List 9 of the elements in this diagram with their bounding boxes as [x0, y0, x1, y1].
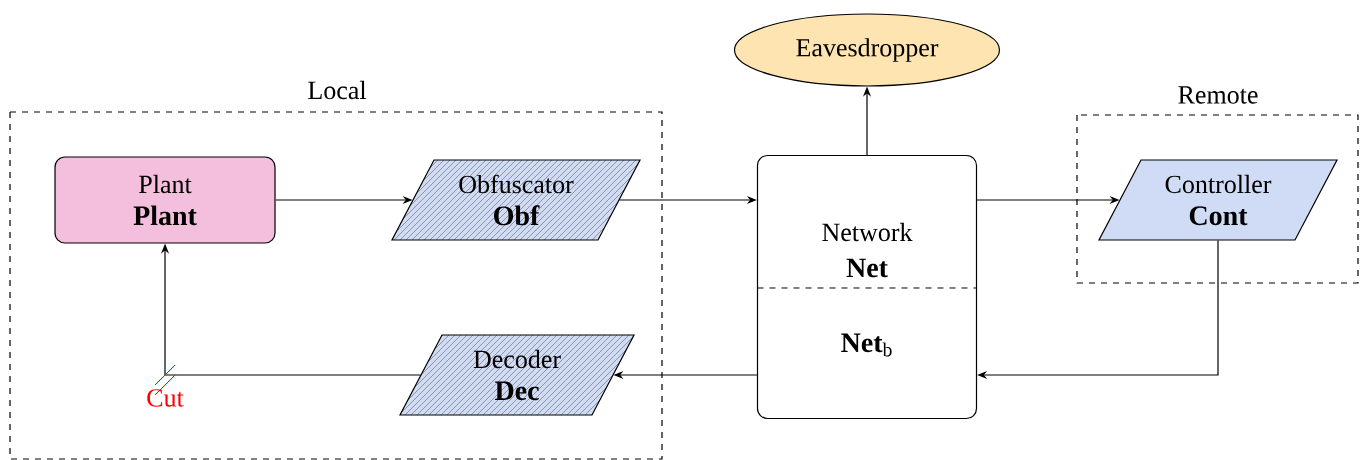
parallelogram-box: Controller Cont — [1098, 159, 1338, 241]
node-label: Remote — [1178, 86, 1258, 104]
parallelogram-box: Obfuscator Obf — [391, 159, 641, 241]
parallelogram-box: Decoder Dec — [399, 334, 635, 416]
process-box: Plant Plant — [54, 156, 276, 244]
node-label: Local — [308, 80, 367, 100]
ellipse-node: Eavesdropper — [733, 13, 1001, 87]
edge-label: Cut — [147, 389, 184, 407]
network-box: Network Net Net$_{b}$ — [756, 154, 978, 420]
